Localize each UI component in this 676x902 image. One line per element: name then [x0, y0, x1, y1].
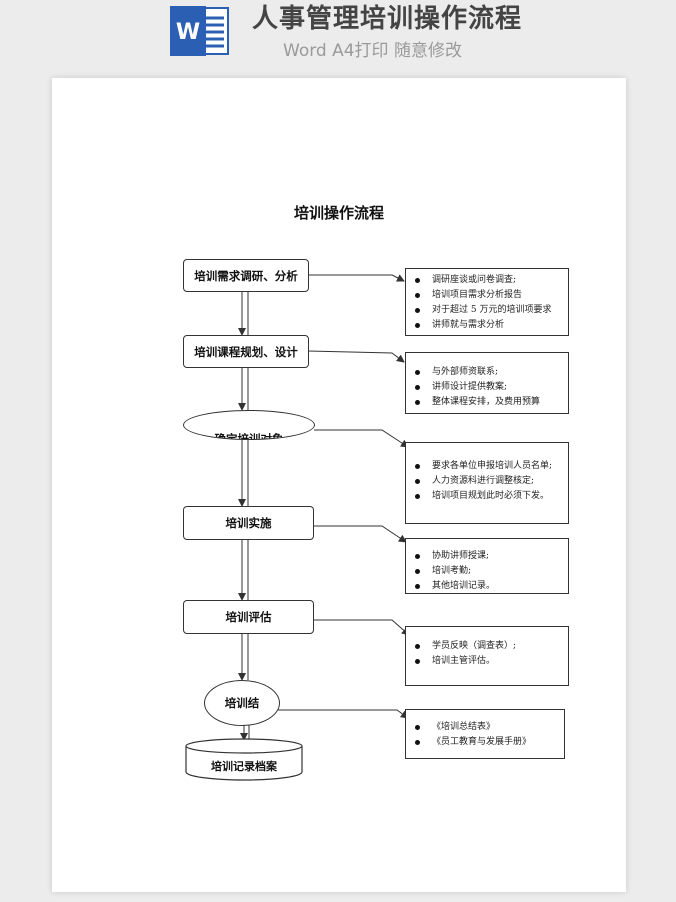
step-archive: 培训记录档案 — [211, 760, 277, 773]
note-item: 调研座谈或问卷调查; — [412, 273, 562, 288]
document-page: 培训操作流程 — [52, 78, 626, 892]
note-item: 其他培训记录。 — [412, 579, 562, 593]
page-header: W 人事管理培训操作流程 Word A4打印 随意修改 — [0, 0, 676, 72]
document-title: 培训操作流程 — [293, 204, 384, 222]
step-determine-trainees: 确定培训对象 — [183, 410, 315, 440]
step-course-planning: 培训课程规划、设计 — [183, 335, 309, 368]
note-item: 人力资源科进行调整核定; — [412, 474, 562, 489]
note-item: 培训项目规划此时必须下发。 — [412, 489, 562, 504]
note-item: 与外部师资联系; — [412, 365, 562, 380]
page-subtitle: Word A4打印 随意修改 — [283, 41, 462, 61]
step-determine-trainees-label: 确定培训对象 — [214, 432, 284, 440]
step-needs-analysis: 培训需求调研、分析 — [183, 259, 309, 292]
side-arrows — [274, 274, 410, 719]
note-item: 学员反映（调查表）; — [412, 639, 562, 654]
step-summary: 培训结 — [204, 680, 280, 726]
note-item: 《员工教育与发展手册》 — [412, 735, 558, 750]
note-summary: 《培训总结表》 《员工教育与发展手册》 — [405, 709, 565, 759]
note-implementation: 协助讲师授课; 培训考勤; 其他培训记录。 — [405, 538, 569, 594]
note-determine-trainees: 要求各单位申报培训人员名单; 人力资源科进行调整核定; 培训项目规划此时必须下发… — [405, 442, 569, 524]
step-implementation: 培训实施 — [183, 506, 314, 540]
note-item: 讲师就与需求分析 — [412, 318, 562, 333]
note-item: 协助讲师授课; — [412, 549, 562, 564]
note-evaluation: 学员反映（调查表）; 培训主管评估。 — [405, 626, 569, 686]
note-item: 培训考勤; — [412, 564, 562, 579]
note-item: 对于超过 5 万元的培训项要求 — [412, 303, 562, 318]
archive-cylinder-icon — [185, 738, 303, 781]
word-icon: W — [170, 6, 229, 56]
note-item: 培训项目需求分析报告 — [412, 288, 562, 303]
flow-connectors — [238, 274, 410, 741]
note-item: 讲师设计提供教案; — [412, 380, 562, 395]
page-title: 人事管理培训操作流程 — [252, 4, 523, 34]
note-item: 要求各单位申报培训人员名单; — [412, 459, 562, 474]
note-item: 《培训总结表》 — [412, 720, 558, 735]
step-evaluation: 培训评估 — [183, 600, 314, 634]
word-logo-letter: W — [176, 20, 200, 45]
note-item: 整体课程安排，及费用预算 — [412, 395, 562, 410]
vertical-arrows — [238, 292, 250, 741]
note-course-planning: 与外部师资联系; 讲师设计提供教案; 整体课程安排，及费用预算 — [405, 352, 569, 414]
note-needs-analysis: 调研座谈或问卷调查; 培训项目需求分析报告 对于超过 5 万元的培训项要求 讲师… — [405, 268, 569, 336]
note-item: 培训主管评估。 — [412, 654, 562, 669]
